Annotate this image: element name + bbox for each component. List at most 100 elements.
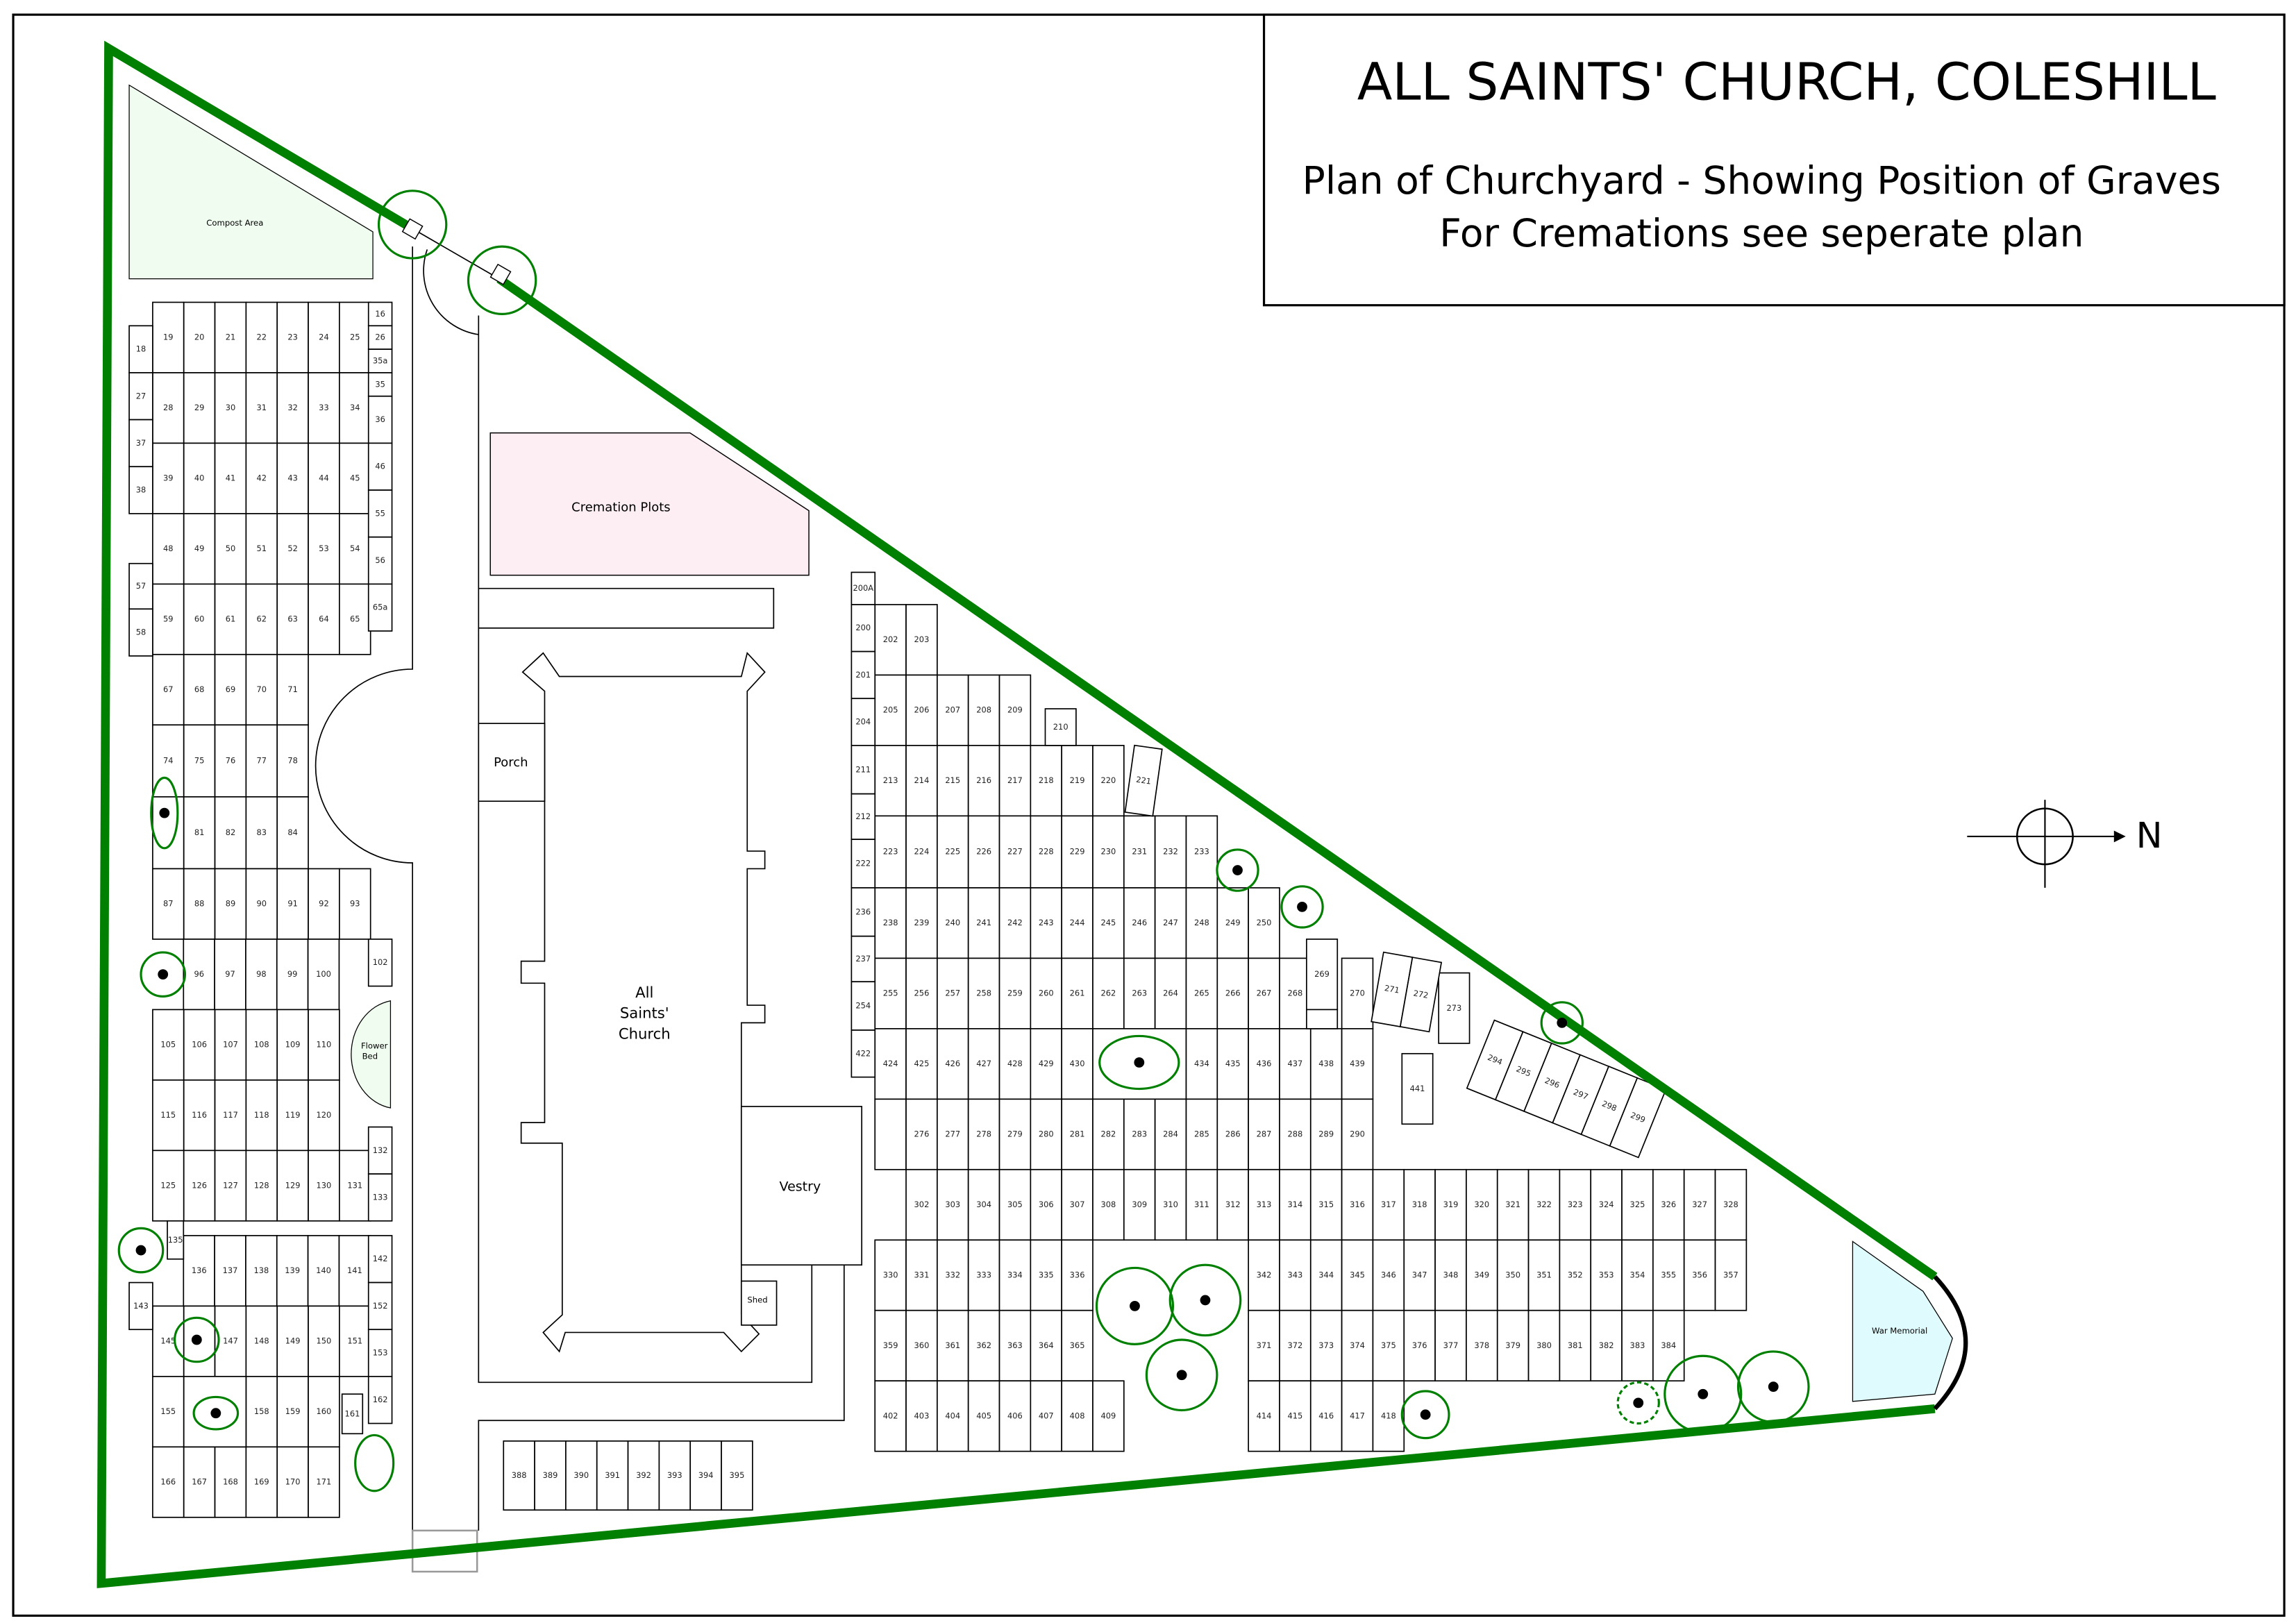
grave-outline: [152, 796, 185, 870]
grave-plot: 388: [503, 1440, 535, 1511]
grave-plot: 346: [1372, 1239, 1405, 1311]
grave-outline: [183, 1235, 215, 1307]
grave-number: 287: [1257, 1129, 1272, 1139]
grave-outline: [1341, 1239, 1374, 1311]
grave-plot: 96: [183, 939, 215, 1011]
grave-outline: [721, 1440, 753, 1511]
grave-number: 202: [883, 634, 898, 644]
grave-plot: 277: [937, 1098, 969, 1170]
grave-plot: 434: [1185, 1028, 1218, 1100]
grave-plot: 391: [596, 1440, 629, 1511]
grave-number: 407: [1039, 1411, 1054, 1420]
grave-number: 284: [1163, 1129, 1178, 1139]
grave-number: 83: [257, 827, 267, 837]
grave-number: 282: [1101, 1129, 1116, 1139]
grave-outline: [367, 1126, 393, 1175]
tree-icon: [1098, 1034, 1180, 1091]
grave-plot: 334: [998, 1239, 1032, 1311]
grave-plot: 239: [905, 887, 938, 959]
grave-number: 314: [1287, 1200, 1302, 1209]
compost-area-label: Compost Area: [206, 218, 263, 228]
grave-outline: [1248, 1168, 1280, 1241]
grave-plot: 87: [152, 868, 185, 940]
grave-number: 325: [1630, 1200, 1645, 1209]
grave-number: 281: [1070, 1129, 1085, 1139]
grave-plot: 77: [245, 724, 278, 798]
grave-plot: 374: [1341, 1309, 1374, 1382]
grave-outline: [1030, 1239, 1063, 1311]
grave-plot: 426: [937, 1028, 969, 1100]
grave-outline: [1559, 1309, 1592, 1382]
grave-outline: [367, 1329, 393, 1377]
grave-plot: 25: [339, 301, 371, 373]
grave-plot: 61: [214, 583, 247, 655]
grave-plot: 117: [214, 1079, 247, 1152]
grave-outline: [1154, 1168, 1187, 1241]
grave-number: 343: [1287, 1270, 1302, 1280]
grave-number: 25: [350, 333, 360, 342]
grave-number: 61: [226, 614, 236, 624]
grave-plot: 60: [183, 583, 216, 655]
grave-number: 333: [976, 1270, 991, 1280]
grave-plot: 216: [967, 745, 1000, 817]
grave-number: 408: [1070, 1411, 1085, 1420]
grave-number: 18: [136, 344, 146, 354]
rotated-grave-group: 221: [1124, 744, 1163, 817]
grave-outline: [1154, 815, 1187, 889]
grave-plot: 430: [1061, 1028, 1093, 1100]
grave-number: 373: [1318, 1340, 1334, 1350]
grave-plot: 417: [1341, 1380, 1374, 1452]
grave-number: 152: [373, 1301, 388, 1311]
grave-number: 125: [160, 1181, 176, 1191]
grave-number: 306: [1039, 1200, 1054, 1209]
grave-plot: 218: [1030, 745, 1063, 817]
grave-number: 246: [1132, 918, 1147, 927]
grave-number: 357: [1723, 1270, 1738, 1280]
grave-number: 169: [254, 1477, 269, 1487]
grave-number: 318: [1412, 1200, 1427, 1209]
grave-number: 296: [1543, 1075, 1561, 1090]
grave-number: 92: [319, 899, 329, 909]
grave-plot: 441: [1401, 1052, 1434, 1125]
grave-number: 119: [285, 1110, 301, 1120]
grave-number: 348: [1443, 1270, 1459, 1280]
grave-number: 126: [192, 1181, 207, 1191]
grave-outline: [183, 1009, 216, 1081]
grave-plot: 323: [1559, 1168, 1592, 1241]
grave-number: 383: [1630, 1340, 1645, 1350]
grave-number: 264: [1163, 989, 1178, 998]
grave-number: 16: [375, 309, 385, 319]
grave-outline: [214, 1009, 247, 1081]
grave-number: 89: [226, 899, 236, 909]
vestry: [740, 1106, 863, 1266]
compost-area: [128, 84, 374, 280]
grave-plot: 115: [152, 1079, 185, 1152]
grave-outline: [967, 1380, 1000, 1452]
grave-number: 211: [855, 764, 871, 774]
grave-plot: 142: [367, 1235, 393, 1284]
grave-number: 359: [883, 1340, 898, 1350]
grave-outline: [308, 1446, 340, 1518]
grave-number: 58: [136, 628, 146, 637]
grave-number: 133: [373, 1192, 388, 1202]
grave-number: 217: [1007, 775, 1023, 785]
grave-number: 36: [375, 414, 385, 424]
grave-plot: 169: [245, 1446, 278, 1518]
tree-icon: [1145, 1338, 1218, 1412]
grave-outline: [367, 489, 393, 538]
grave-plot: 128: [245, 1150, 278, 1222]
grave-outline: [214, 1305, 247, 1377]
grave-outline: [276, 1305, 309, 1377]
grave-plot: 344: [1309, 1239, 1343, 1311]
grave-number: 52: [287, 544, 298, 553]
grave-outline: [367, 395, 393, 444]
grave-number: 98: [256, 969, 267, 979]
grave-plot: 211: [850, 745, 876, 795]
grave-outline: [1216, 1098, 1249, 1170]
grave-outline: [183, 1446, 216, 1518]
grave-plot: 147: [214, 1305, 247, 1377]
grave-number: 299: [1629, 1110, 1647, 1125]
grave-plot: 129: [276, 1150, 309, 1222]
grave-plot: 378: [1466, 1309, 1498, 1382]
